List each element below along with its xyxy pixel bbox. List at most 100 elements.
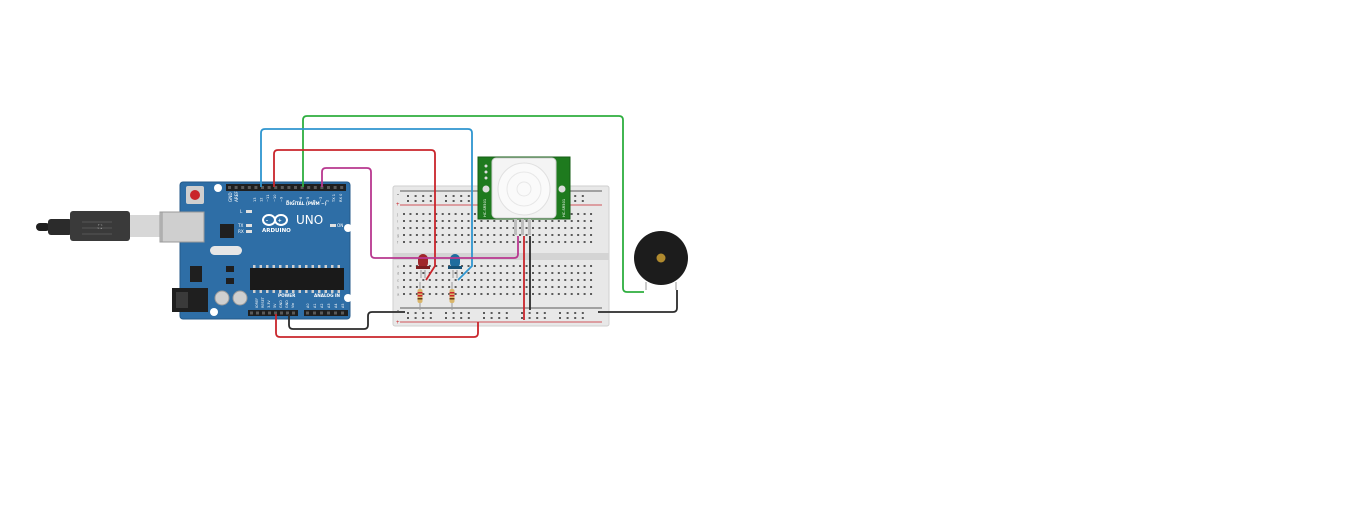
rail-hole[interactable]: [581, 317, 584, 319]
breadboard-hole[interactable]: [499, 241, 502, 243]
rail-hole[interactable]: [505, 312, 508, 314]
breadboard-hole[interactable]: [441, 293, 444, 295]
rail-hole[interactable]: [460, 312, 463, 314]
breadboard-hole[interactable]: [532, 241, 534, 243]
breadboard-hole[interactable]: [435, 279, 438, 281]
breadboard-hole[interactable]: [415, 220, 418, 222]
breadboard-hole[interactable]: [544, 272, 547, 274]
breadboard-hole[interactable]: [590, 279, 593, 281]
breadboard-hole[interactable]: [467, 286, 470, 288]
breadboard-hole[interactable]: [551, 279, 554, 281]
breadboard-hole[interactable]: [454, 220, 457, 222]
breadboard-hole[interactable]: [525, 227, 528, 229]
breadboard-hole[interactable]: [435, 213, 438, 215]
wire-magenta-pir-out[interactable]: [321, 167, 519, 259]
breadboard-hole[interactable]: [583, 286, 586, 288]
rail-hole[interactable]: [566, 317, 569, 319]
breadboard-hole[interactable]: [583, 279, 586, 281]
breadboard-hole[interactable]: [512, 265, 515, 267]
breadboard-hole[interactable]: [435, 265, 438, 267]
breadboard-hole[interactable]: [480, 293, 483, 295]
pir-pin-gnd[interactable]: [528, 219, 531, 235]
breadboard-hole[interactable]: [557, 265, 560, 267]
breadboard-hole[interactable]: [428, 286, 431, 288]
breadboard-hole[interactable]: [506, 234, 509, 236]
breadboard-hole[interactable]: [570, 279, 573, 281]
breadboard-hole[interactable]: [441, 234, 444, 236]
breadboard-hole[interactable]: [467, 220, 470, 222]
breadboard-hole[interactable]: [551, 234, 554, 236]
breadboard-hole[interactable]: [538, 286, 541, 288]
header-pin[interactable]: [327, 311, 330, 315]
header-pin[interactable]: [341, 311, 344, 315]
breadboard-hole[interactable]: [409, 265, 412, 267]
header-pin[interactable]: [268, 311, 271, 315]
breadboard-hole[interactable]: [428, 213, 431, 215]
breadboard-hole[interactable]: [577, 272, 580, 274]
breadboard-hole[interactable]: [499, 220, 502, 222]
breadboard-hole[interactable]: [473, 286, 476, 288]
rail-hole[interactable]: [429, 195, 432, 197]
breadboard-hole[interactable]: [512, 272, 515, 274]
breadboard-hole[interactable]: [467, 272, 470, 274]
breadboard-hole[interactable]: [570, 265, 573, 267]
breadboard-hole[interactable]: [467, 293, 470, 295]
rail-hole[interactable]: [445, 317, 447, 319]
breadboard-hole[interactable]: [577, 293, 580, 295]
wire-green-buzzer[interactable]: [302, 115, 644, 293]
breadboard-hole[interactable]: [461, 234, 464, 236]
breadboard-hole[interactable]: [486, 241, 489, 243]
breadboard-hole[interactable]: [538, 272, 541, 274]
header-pin[interactable]: [292, 311, 295, 315]
breadboard-hole[interactable]: [506, 286, 509, 288]
breadboard-hole[interactable]: [473, 227, 476, 229]
breadboard-hole[interactable]: [480, 220, 483, 222]
breadboard-hole[interactable]: [590, 265, 593, 267]
breadboard-hole[interactable]: [577, 213, 580, 215]
rail-hole[interactable]: [422, 195, 425, 197]
rail-hole[interactable]: [460, 200, 463, 202]
breadboard-hole[interactable]: [454, 293, 457, 295]
header-pin[interactable]: [250, 311, 253, 315]
breadboard-hole[interactable]: [461, 220, 464, 222]
breadboard-hole[interactable]: [519, 220, 522, 222]
rail-hole[interactable]: [460, 195, 463, 197]
breadboard-hole[interactable]: [480, 234, 483, 236]
breadboard-hole[interactable]: [480, 286, 483, 288]
breadboard-hole[interactable]: [532, 227, 534, 229]
breadboard-hole[interactable]: [583, 220, 586, 222]
breadboard-hole[interactable]: [512, 241, 515, 243]
breadboard-hole[interactable]: [480, 227, 483, 229]
breadboard-hole[interactable]: [577, 227, 580, 229]
breadboard-hole[interactable]: [570, 272, 573, 274]
rail-hole[interactable]: [528, 312, 531, 314]
breadboard-hole[interactable]: [519, 272, 522, 274]
rail-hole[interactable]: [414, 317, 417, 319]
breadboard-hole[interactable]: [557, 227, 560, 229]
rail-hole[interactable]: [543, 317, 546, 319]
breadboard-hole[interactable]: [564, 265, 567, 267]
breadboard-hole[interactable]: [583, 241, 586, 243]
rail-hole[interactable]: [452, 317, 455, 319]
rail-hole[interactable]: [429, 200, 432, 202]
header-pin[interactable]: [286, 311, 289, 315]
breadboard-hole[interactable]: [422, 272, 425, 274]
rail-hole[interactable]: [429, 317, 432, 319]
breadboard-hole[interactable]: [448, 272, 451, 274]
breadboard-hole[interactable]: [428, 293, 431, 295]
rail-hole[interactable]: [452, 312, 455, 314]
breadboard-hole[interactable]: [538, 241, 541, 243]
rail-hole[interactable]: [407, 200, 409, 202]
breadboard-hole[interactable]: [435, 293, 438, 295]
header-pin[interactable]: [274, 186, 278, 189]
header-pin[interactable]: [300, 186, 304, 189]
rail-hole[interactable]: [490, 317, 493, 319]
breadboard-hole[interactable]: [473, 241, 476, 243]
breadboard-hole[interactable]: [480, 272, 483, 274]
breadboard-hole[interactable]: [583, 234, 586, 236]
header-pin[interactable]: [287, 186, 291, 189]
breadboard-hole[interactable]: [519, 227, 522, 229]
resistor-red-led[interactable]: [417, 282, 423, 310]
breadboard-hole[interactable]: [493, 265, 496, 267]
rail-hole[interactable]: [467, 195, 470, 197]
